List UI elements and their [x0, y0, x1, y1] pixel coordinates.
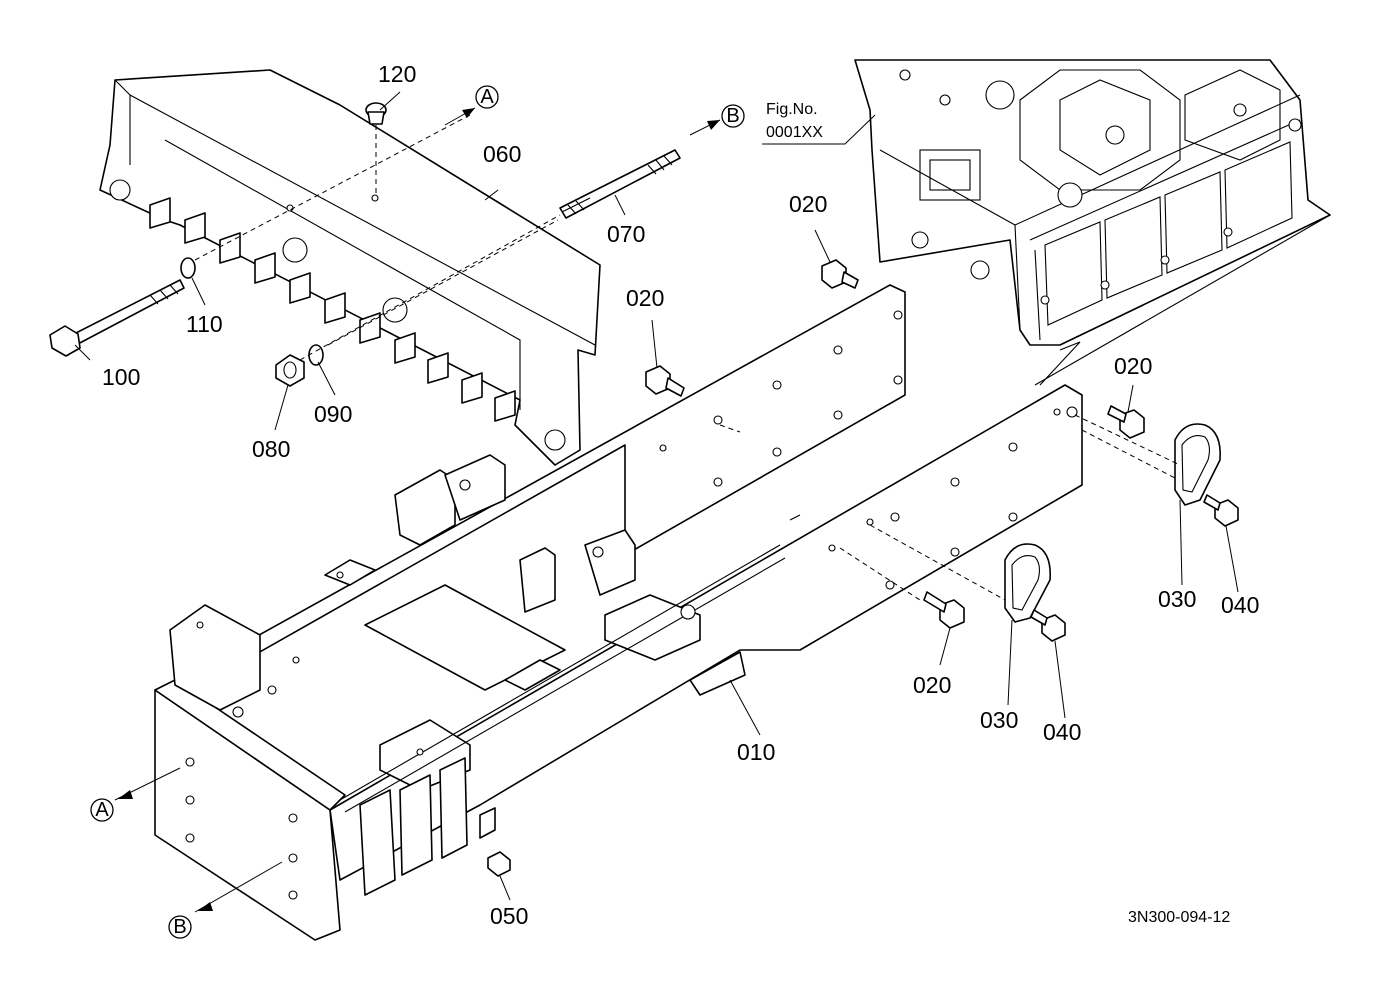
bolt-040-left [1030, 609, 1066, 642]
ref-b-top: B [689, 104, 745, 136]
frame-010 [154, 284, 1083, 941]
bolt-100 [49, 279, 185, 357]
washer-110 [180, 257, 196, 279]
callout-070: 070 [607, 221, 645, 247]
ref-b-bottom: B [168, 861, 283, 939]
bolt-020-right [1107, 405, 1145, 439]
callout-090: 090 [314, 401, 352, 427]
callout-100: 100 [102, 364, 140, 390]
fig-reference: Fig.No. 0001XX [762, 101, 876, 145]
callout-120: 120 [378, 61, 416, 87]
bolt-020-mid [645, 365, 685, 397]
callout-040-right: 040 [1221, 592, 1259, 618]
callout-030-right: 030 [1158, 586, 1196, 612]
fig-ref-line1: Fig.No. [766, 101, 818, 118]
callout-040-left: 040 [1043, 719, 1081, 745]
screw-050 [487, 851, 511, 877]
pin-120 [365, 102, 387, 125]
fig-ref-line2: 0001XX [766, 124, 823, 141]
assembly-lines [194, 114, 1331, 601]
callout-020-right: 020 [1114, 353, 1152, 379]
bracket-060 [99, 69, 601, 466]
callout-030-left: 030 [980, 707, 1018, 733]
bolt-020-low [923, 591, 965, 629]
callout-110: 110 [186, 311, 223, 337]
clip-030-left [1004, 543, 1052, 623]
ref-b-label-top: B [726, 105, 739, 127]
engine-block [854, 59, 1331, 346]
nut-080 [275, 354, 305, 387]
callout-020-top: 020 [789, 191, 827, 217]
callout-060: 060 [483, 141, 521, 167]
callout-020-low: 020 [913, 672, 951, 698]
ref-a-label-top: A [480, 86, 494, 108]
clip-030-right [1174, 423, 1222, 506]
diagram-code: 3N300-094-12 [1128, 909, 1230, 926]
callout-080: 080 [252, 436, 290, 462]
callout-020-mid: 020 [626, 285, 664, 311]
callouts: 120 060 070 020 020 020 110 100 090 080 … [102, 61, 1259, 929]
bolt-020-top [821, 259, 859, 289]
ref-a-top: A [444, 85, 499, 126]
callout-010: 010 [737, 739, 775, 765]
ref-a-label-bottom: A [95, 799, 109, 821]
ref-a-bottom: A [90, 767, 181, 822]
washer-090 [308, 344, 324, 366]
bolt-040-right [1203, 494, 1239, 527]
stud-070 [559, 149, 681, 219]
callout-leaders [74, 91, 1239, 901]
bracket-teeth [149, 197, 516, 422]
callout-050: 050 [490, 903, 528, 929]
ref-b-label-bottom: B [173, 916, 186, 938]
